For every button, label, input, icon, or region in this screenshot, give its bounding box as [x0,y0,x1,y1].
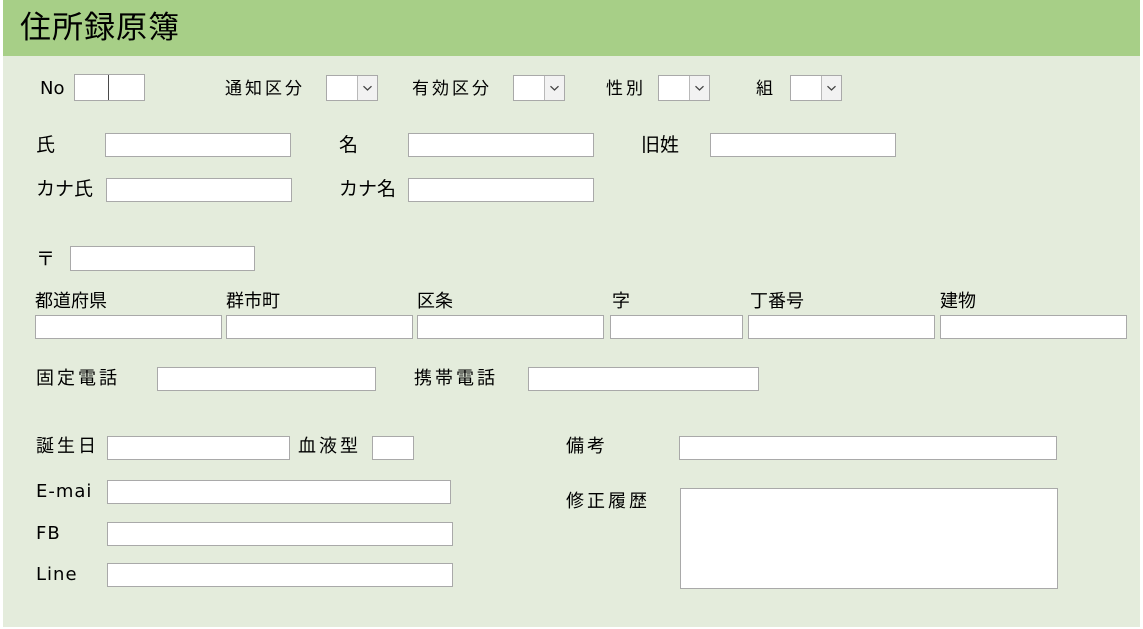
fb-label: FB [36,523,61,544]
notice-class-select[interactable] [326,75,378,101]
postal-code-label: 〒 [36,248,56,270]
surname-label: 氏 [36,134,56,156]
prefecture-input[interactable] [35,315,222,339]
city-label: 群市町 [226,291,280,312]
no-label: No [40,78,65,99]
chevron-down-icon[interactable] [357,76,377,100]
kana-surname-label: カナ氏 [36,178,94,200]
gender-select[interactable] [658,75,710,101]
ward-input[interactable] [417,315,604,339]
prefecture-label: 都道府県 [35,291,107,312]
group-select[interactable] [790,75,842,101]
remarks-label: 備考 [566,436,608,457]
kana-surname-input[interactable] [106,178,292,202]
revision-history-textarea[interactable] [680,488,1058,589]
no-field-group[interactable] [74,74,145,101]
no-input-left[interactable] [75,75,109,100]
remarks-input[interactable] [679,436,1057,460]
given-name-input[interactable] [408,133,594,157]
block-number-input[interactable] [748,315,935,339]
blood-type-input[interactable] [372,436,414,460]
gender-value [659,76,689,100]
given-name-label: 名 [339,134,359,156]
no-input-right[interactable] [109,75,142,100]
mobile-input[interactable] [528,367,759,391]
chevron-down-icon[interactable] [689,76,709,100]
section-label: 字 [612,291,630,312]
landline-input[interactable] [157,367,376,391]
kana-given-input[interactable] [408,178,594,202]
maiden-name-label: 旧姓 [641,134,680,156]
page-title: 住所録原簿 [20,10,180,46]
email-label: E-mai [36,481,93,502]
postal-code-input[interactable] [70,246,255,271]
notice-class-value [327,76,357,100]
revision-history-label: 修正履歴 [566,491,650,512]
building-input[interactable] [940,315,1127,339]
fb-input[interactable] [107,522,453,546]
email-input[interactable] [107,480,451,504]
gender-label: 性別 [606,79,646,99]
maiden-name-input[interactable] [710,133,896,157]
birthday-label: 誕生日 [36,436,99,457]
notice-class-label: 通知区分 [225,79,305,99]
mobile-label: 携帯電話 [414,368,498,389]
line-label: Line [36,564,78,585]
blood-type-label: 血液型 [298,436,361,457]
city-input[interactable] [226,315,413,339]
section-input[interactable] [610,315,743,339]
landline-label: 固定電話 [36,368,120,389]
line-input[interactable] [107,563,453,587]
valid-class-select[interactable] [513,75,565,101]
group-label: 組 [756,79,773,99]
valid-class-value [514,76,544,100]
building-label: 建物 [940,291,976,312]
chevron-down-icon[interactable] [821,76,841,100]
ward-label: 区条 [417,291,453,312]
birthday-input[interactable] [107,436,290,460]
kana-given-label: カナ名 [339,178,397,200]
group-value [791,76,821,100]
chevron-down-icon[interactable] [544,76,564,100]
block-number-label: 丁番号 [750,291,804,312]
valid-class-label: 有効区分 [412,79,492,99]
surname-input[interactable] [105,133,291,157]
window-header: 住所録原簿 [3,0,1140,56]
